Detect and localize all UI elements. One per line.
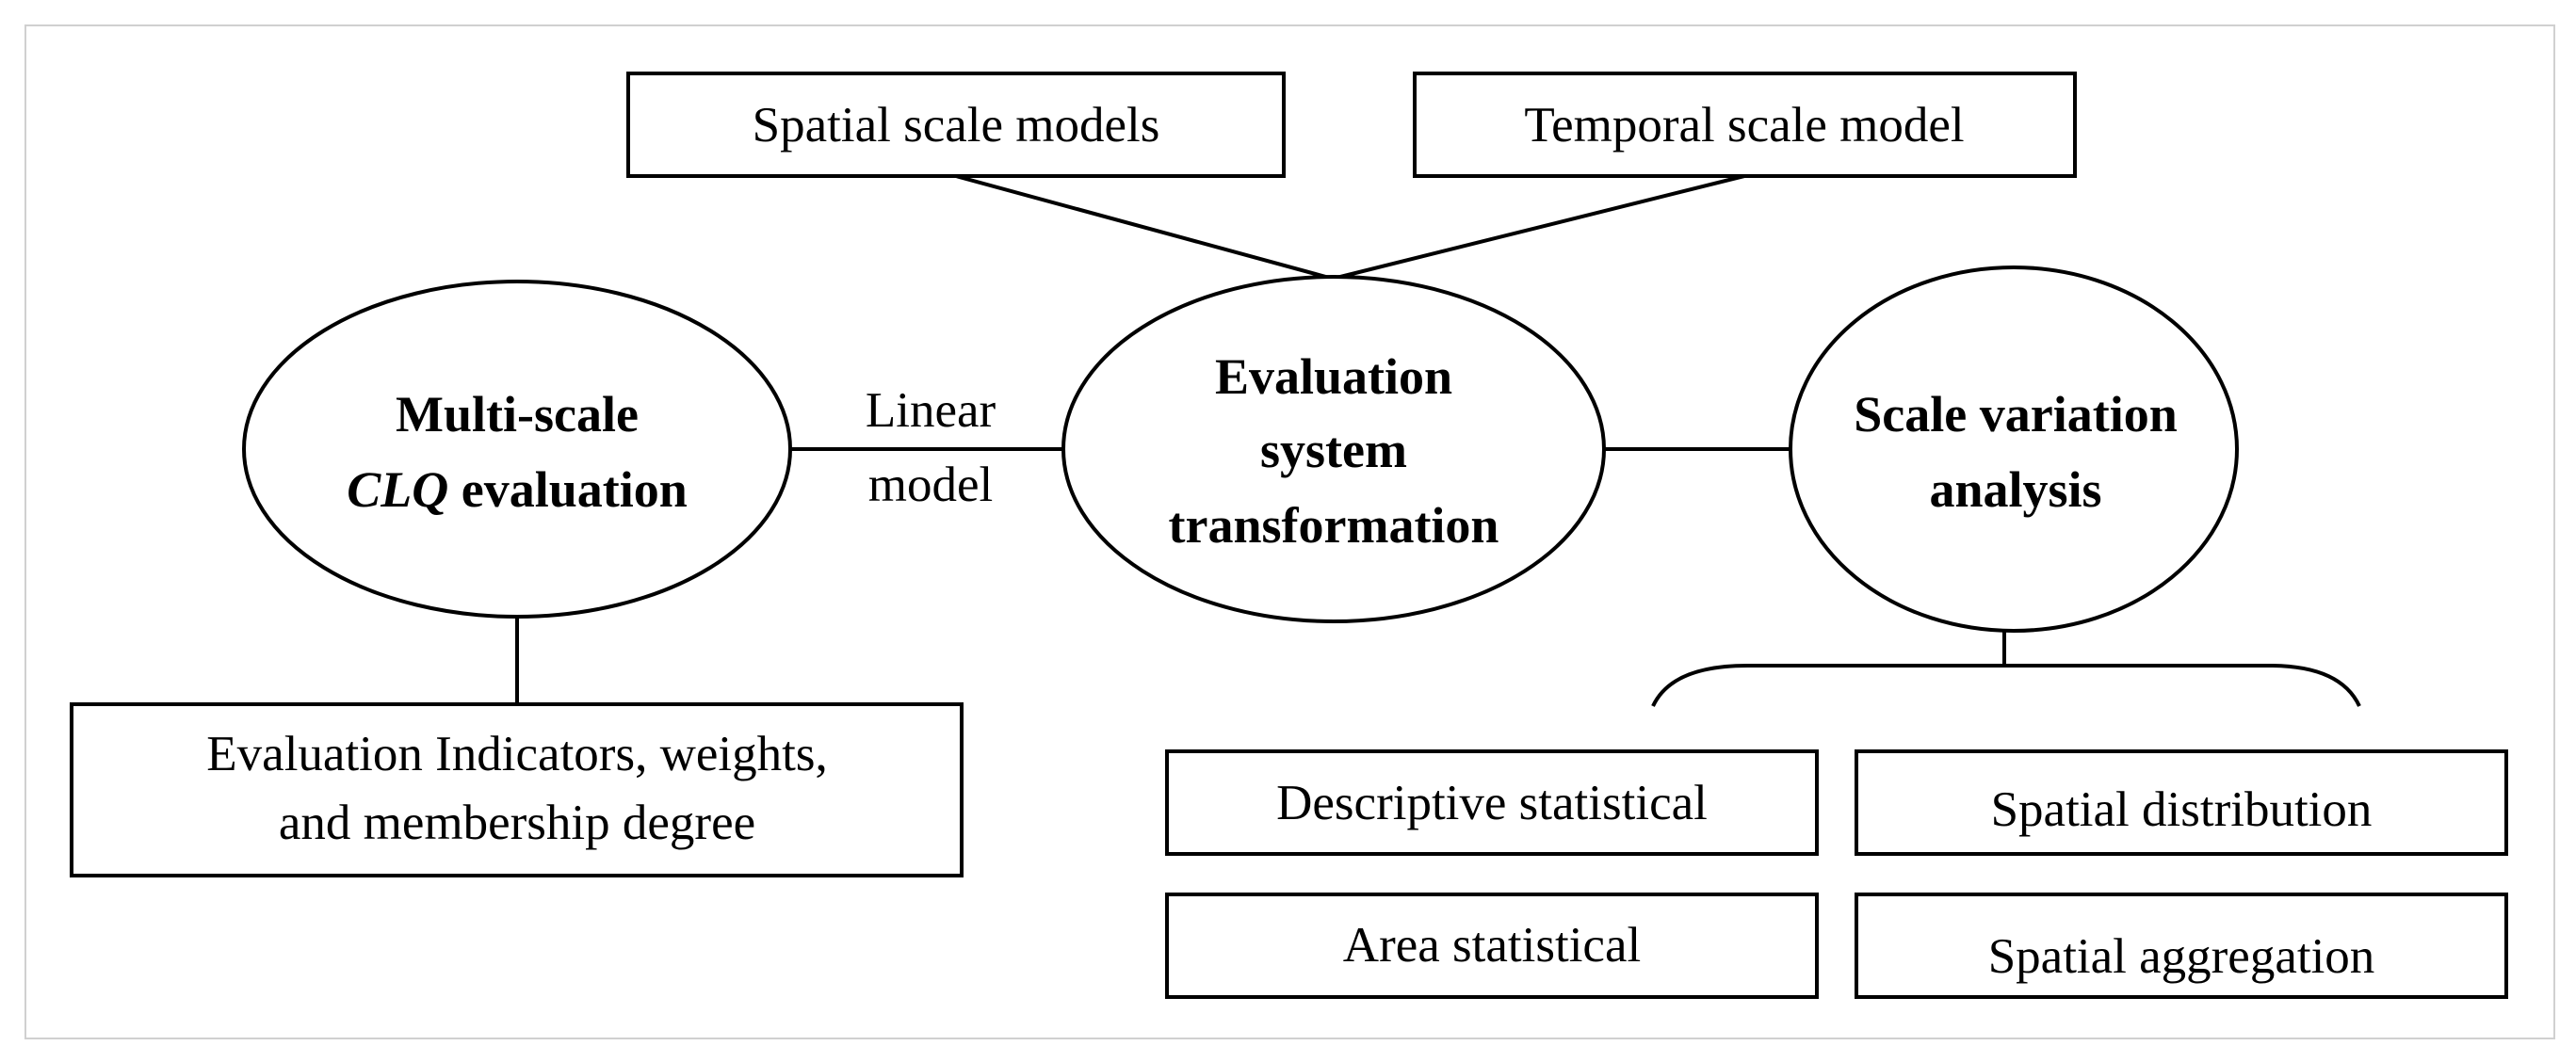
spatial-distribution-label: Spatial distribution bbox=[1991, 782, 2373, 837]
spatial-scale-models-label: Spatial scale models bbox=[753, 98, 1160, 153]
temporal-scale-model-box bbox=[1413, 72, 2077, 178]
evaluation-label-line1: Evaluation bbox=[1215, 348, 1452, 405]
connector-temporal-to-evaluation bbox=[1332, 174, 1745, 281]
indicators-label-line1: Evaluation Indicators, weights, bbox=[206, 727, 827, 781]
spatial-aggregation-box bbox=[1855, 893, 2508, 999]
descriptive-statistical-box bbox=[1165, 749, 1819, 856]
connector-label-linear: Linear bbox=[866, 383, 996, 438]
descriptive-statistical-label: Descriptive statistical bbox=[1276, 776, 1708, 830]
multi-scale-label-line1: Multi-scale bbox=[396, 386, 639, 442]
area-statistical-box bbox=[1165, 893, 1819, 999]
evaluation-system-ellipse bbox=[1061, 275, 1606, 623]
clq-label: CLQ bbox=[347, 461, 448, 518]
scale-variation-label-line2: analysis bbox=[1929, 461, 2101, 518]
spatial-distribution-box bbox=[1855, 749, 2508, 856]
evaluation-label-line3: transformation bbox=[1169, 497, 1499, 554]
indicators-box bbox=[70, 702, 964, 877]
temporal-scale-model-label: Temporal scale model bbox=[1524, 98, 1964, 153]
outer-border bbox=[24, 24, 2555, 1039]
bracket-brace bbox=[1651, 664, 2361, 707]
connector-spatial-to-evaluation bbox=[955, 174, 1334, 281]
scale-variation-label-line1: Scale variation bbox=[1854, 386, 2177, 442]
indicators-label-line2: and membership degree bbox=[279, 796, 755, 850]
multi-scale-ellipse bbox=[242, 280, 792, 619]
multi-scale-label-line2: CLQ evaluation bbox=[347, 461, 688, 518]
spatial-scale-models-box bbox=[626, 72, 1286, 178]
evaluation-suffix-label: evaluation bbox=[448, 461, 688, 518]
spatial-aggregation-label: Spatial aggregation bbox=[1988, 929, 2375, 984]
connector-label-model: model bbox=[868, 458, 993, 512]
evaluation-label-line2: system bbox=[1260, 422, 1407, 478]
area-statistical-label: Area statistical bbox=[1343, 918, 1641, 973]
scale-variation-ellipse bbox=[1789, 266, 2239, 633]
